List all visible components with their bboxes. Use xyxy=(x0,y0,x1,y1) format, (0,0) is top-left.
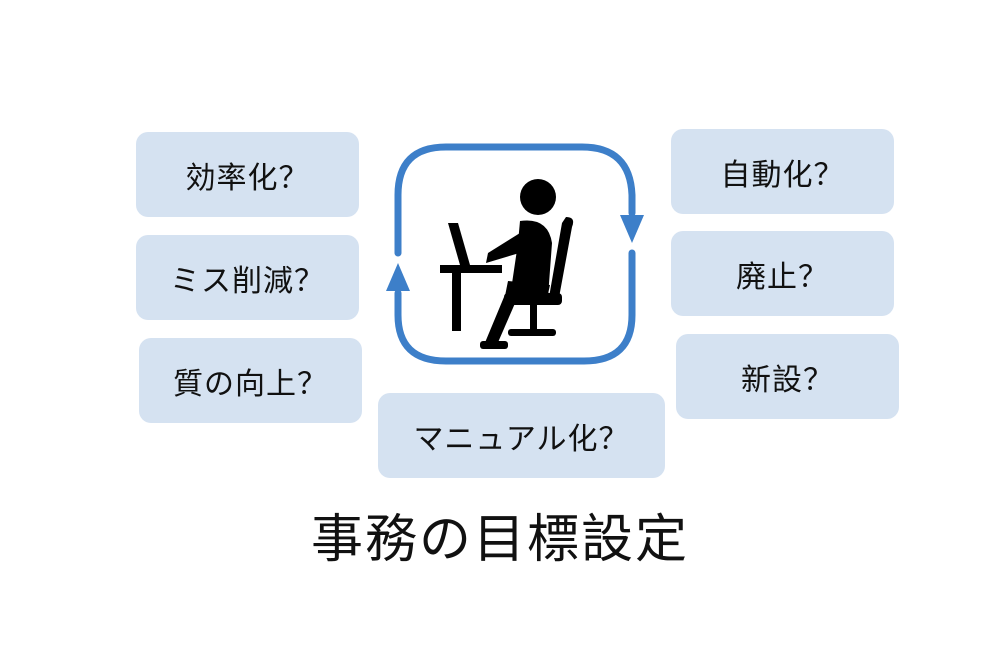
goal-box-new-setup: 新設？ xyxy=(676,334,899,419)
goal-box-abolition: 廃止？ xyxy=(671,231,894,316)
person-at-desk-icon xyxy=(440,179,574,349)
goal-label: 新設？ xyxy=(741,362,834,398)
goal-box-manualization: マニュアル化？ xyxy=(378,393,665,478)
goal-label: 自動化？ xyxy=(720,157,845,193)
goal-label: マニュアル化？ xyxy=(413,421,630,457)
goal-box-quality-improvement: 質の向上？ xyxy=(139,338,362,423)
cycle-arrows-icon xyxy=(386,143,644,365)
goal-label: ミス削減？ xyxy=(170,263,325,299)
goal-box-efficiency: 効率化？ xyxy=(136,132,359,217)
goal-box-automation: 自動化？ xyxy=(671,129,894,214)
goal-box-error-reduction: ミス削減？ xyxy=(136,235,359,320)
up-arrow-icon xyxy=(386,263,410,291)
goal-label: 廃止？ xyxy=(736,259,829,295)
down-arrow-icon xyxy=(620,215,644,243)
diagram-title: 事務の目標設定 xyxy=(310,510,689,570)
goal-label: 質の向上？ xyxy=(173,366,328,402)
goal-label: 効率化？ xyxy=(185,160,310,196)
